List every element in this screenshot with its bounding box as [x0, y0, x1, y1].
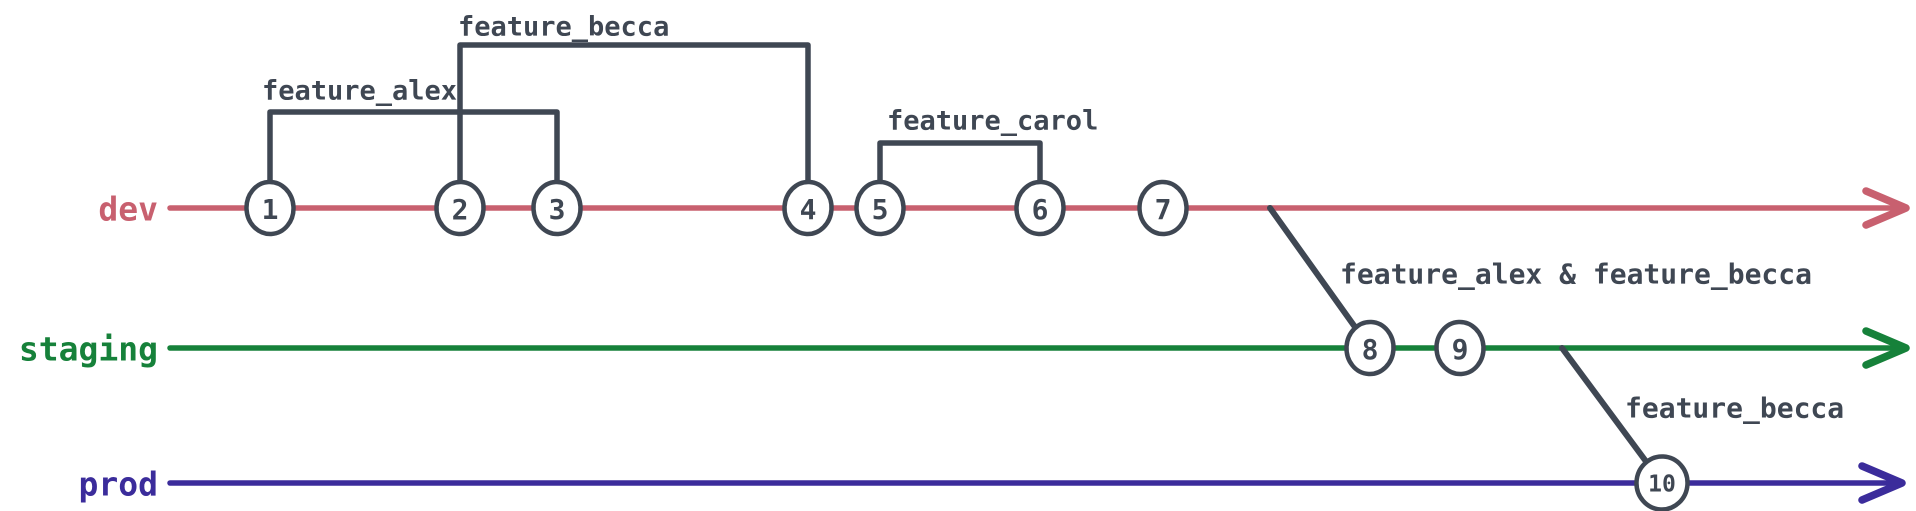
commit-number: 9 [1452, 333, 1469, 366]
commit-node [1137, 179, 1189, 237]
branch-label-dev: dev [98, 190, 158, 229]
commit-number: 5 [872, 193, 889, 226]
merge-label: feature_becca [1625, 392, 1844, 425]
commit-node [782, 179, 834, 237]
commit-number: 1 [262, 193, 279, 226]
feature-bracket-feature_alex [267, 109, 560, 211]
commit-node [1434, 319, 1486, 377]
commit-number: 6 [1032, 193, 1049, 226]
commit-number: 4 [800, 193, 817, 226]
feature-bracket-feature_carol [877, 140, 1043, 211]
commit-node [244, 179, 296, 237]
commit-node [1634, 454, 1690, 511]
branch-arrowhead-staging [1862, 327, 1910, 369]
feature-bracket-label: feature_carol [887, 106, 1098, 137]
feature-bracket-label: feature_becca [458, 12, 669, 43]
branch-label-staging: staging [19, 330, 158, 369]
branch-arrowhead-dev [1862, 187, 1910, 229]
commit-node [1014, 179, 1066, 237]
commit-number: 8 [1362, 333, 1379, 366]
feature-bracket-label: feature_alex [262, 76, 457, 107]
commit-number: 3 [549, 193, 566, 226]
merge-label: feature_alex & feature_becca [1340, 258, 1812, 291]
feature-bracket-feature_becca [457, 42, 811, 211]
commit-node [434, 179, 486, 237]
branch-arrowhead-prod [1858, 462, 1906, 504]
commit-number: 7 [1155, 193, 1172, 226]
commit-number: 2 [452, 193, 469, 226]
merge-line [1267, 205, 1373, 351]
commit-node [854, 179, 906, 237]
branch-label-prod: prod [79, 465, 158, 504]
commit-node [531, 179, 583, 237]
commit-number: 10 [1648, 472, 1676, 498]
commit-node [1344, 319, 1396, 377]
